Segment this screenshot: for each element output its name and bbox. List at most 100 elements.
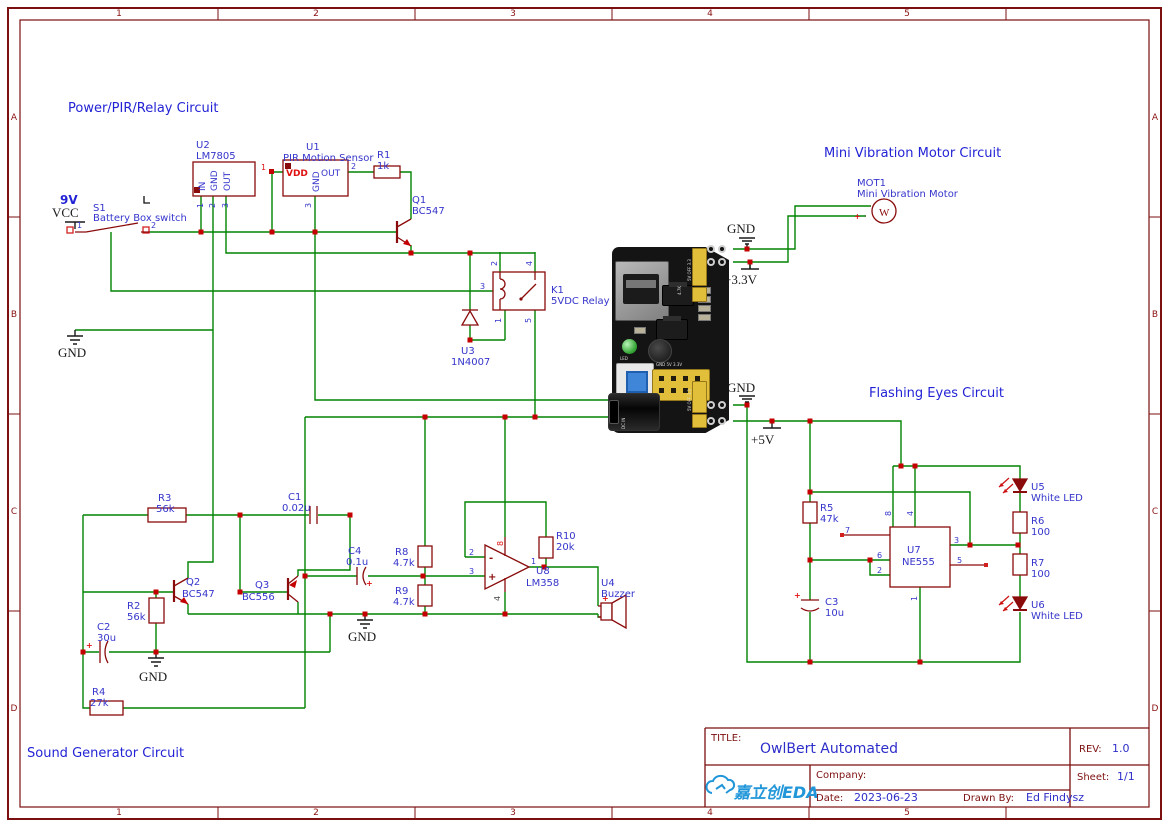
date-label: Date: xyxy=(816,793,843,804)
component-c3[interactable] xyxy=(800,599,820,612)
schematic-label: + xyxy=(366,579,373,588)
frame-col-label: 4 xyxy=(707,808,713,818)
net-label-gnd: GND xyxy=(727,221,755,236)
schematic-label: 20k xyxy=(556,542,575,553)
schematic-label: 3 xyxy=(954,536,959,545)
drawn-by-value: Ed Findysz xyxy=(1026,791,1084,804)
component-u1-pir-sensor[interactable] xyxy=(269,159,349,197)
component-r2[interactable] xyxy=(148,597,165,624)
module-pin xyxy=(718,245,726,253)
rev-value: 1.0 xyxy=(1112,742,1130,755)
component-q3-bc556[interactable] xyxy=(286,575,299,603)
schematic-label: U6 xyxy=(1031,600,1045,611)
component-k1-relay[interactable] xyxy=(492,271,546,311)
gnd-symbol xyxy=(357,614,373,629)
junction-dot xyxy=(867,557,873,563)
symbol-layer xyxy=(66,159,1029,716)
net-label-gnd: GND xyxy=(58,345,86,360)
schematic-label: Battery Box switch xyxy=(93,213,187,224)
schematic-label: - xyxy=(489,553,493,564)
module-pin xyxy=(707,258,715,266)
schematic-label: GND xyxy=(312,171,322,192)
schematic-label: White LED xyxy=(1031,611,1083,622)
frame-row-label: D xyxy=(10,704,18,714)
component-r5[interactable] xyxy=(802,501,818,524)
component-r1[interactable] xyxy=(373,165,401,179)
component-u3-diode[interactable] xyxy=(460,309,480,326)
junction-dot xyxy=(1015,542,1021,548)
schematic-label: 2 xyxy=(490,261,499,266)
junction-dot xyxy=(807,418,813,424)
component-r3[interactable] xyxy=(147,507,187,523)
component-r8[interactable] xyxy=(417,545,433,568)
schematic-label: 47k xyxy=(820,514,839,525)
schematic-label: + xyxy=(794,591,801,600)
schematic-label: C3 xyxy=(825,597,838,608)
schematic-label: C4 xyxy=(348,546,361,557)
module-pin xyxy=(718,401,726,409)
schematic-label: + xyxy=(488,572,496,583)
schematic-label: C1 xyxy=(288,492,301,503)
schematic-label: 2 xyxy=(351,162,356,171)
schematic-label: 1k xyxy=(377,161,389,172)
voltage-jumper xyxy=(692,381,707,413)
frame-col-label: 1 xyxy=(116,808,122,818)
schematic-label: 56k xyxy=(156,504,175,515)
schematic-label: 5 xyxy=(957,556,962,565)
component-r4[interactable] xyxy=(89,700,124,716)
schematic-label: 27k xyxy=(90,698,109,709)
junction-dot xyxy=(198,229,204,235)
schematic-label: 10u xyxy=(825,608,844,619)
component-r7[interactable] xyxy=(1012,553,1028,576)
component-u5-led[interactable] xyxy=(998,477,1029,494)
component-u4-buzzer[interactable] xyxy=(598,593,627,630)
schematic-label: 7 xyxy=(845,526,850,535)
drawn-by-label: Drawn By: xyxy=(963,793,1014,804)
component-r9[interactable] xyxy=(417,584,433,607)
junction-dot xyxy=(967,542,973,548)
junction-dot xyxy=(807,557,813,563)
junction-dot xyxy=(362,611,368,617)
component-q1-bc547[interactable] xyxy=(395,218,412,247)
schematic-label: R1 xyxy=(377,150,390,161)
component-c2[interactable] xyxy=(99,640,109,664)
junction-dot xyxy=(807,659,813,665)
component-r10[interactable] xyxy=(538,536,554,559)
schematic-label: 5 xyxy=(524,318,533,323)
net-label-3v3: +3.3V xyxy=(724,272,758,287)
component-s1-switch[interactable] xyxy=(66,196,150,234)
schematic-label: LM358 xyxy=(526,578,559,589)
schematic-label: + xyxy=(602,594,609,603)
junction-dot xyxy=(467,250,473,256)
component-u2-lm7805[interactable] xyxy=(192,161,256,197)
component-u8-lm358[interactable] xyxy=(484,537,531,592)
component-u6-led[interactable] xyxy=(998,595,1029,612)
gnd-symbol xyxy=(739,237,755,249)
schematic-label: 3 xyxy=(480,282,485,291)
schematic-label: IN xyxy=(198,182,208,191)
schematic-title: OwlBert Automated xyxy=(760,741,898,757)
junction-dot xyxy=(327,611,333,617)
component-q2-bc547[interactable] xyxy=(172,577,189,605)
schematic-label: R10 xyxy=(556,531,576,542)
component-mot1-motor[interactable] xyxy=(865,198,897,224)
junction-dot xyxy=(422,611,428,617)
frame-col-label: 1 xyxy=(116,9,122,19)
component-u7-ne555[interactable] xyxy=(840,526,988,588)
component-c1[interactable] xyxy=(309,506,318,524)
junction-dot xyxy=(420,573,426,579)
component-c4[interactable] xyxy=(356,566,367,586)
junction-dot xyxy=(153,589,159,595)
schematic-label: 100 xyxy=(1031,569,1050,580)
schematic-label: NE555 xyxy=(902,557,935,568)
frame-col-label: 2 xyxy=(313,9,319,19)
component-r6[interactable] xyxy=(1012,511,1028,534)
breadboard-power-module[interactable]: 5V OFF 3.3 4.7K LED GND 5V 3.3V 5V OFF 3… xyxy=(608,245,729,433)
schematic-label: R5 xyxy=(820,503,833,514)
junction-dot xyxy=(502,414,508,420)
net-label-gnd: GND xyxy=(727,380,755,395)
junction-dot xyxy=(912,463,918,469)
schematic-label: LM7805 xyxy=(196,151,236,162)
net-label-gnd: GND xyxy=(139,669,167,684)
